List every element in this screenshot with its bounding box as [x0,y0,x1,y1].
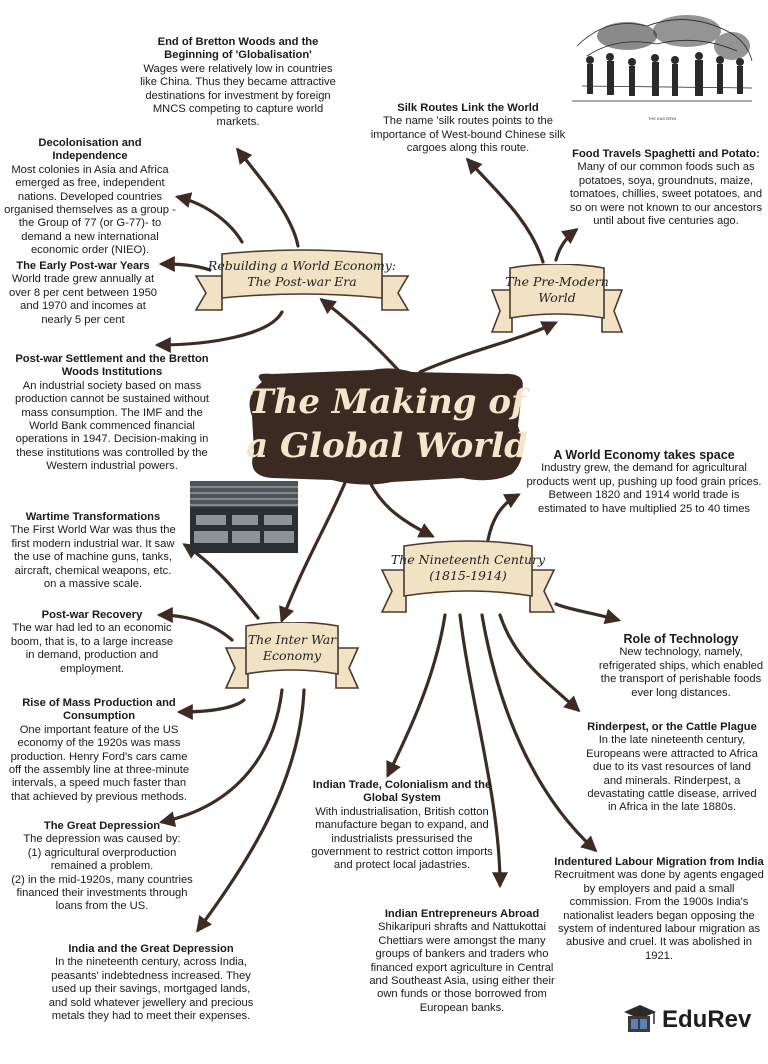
banner-interwar: The Inter War Economy [222,622,362,694]
note-wartime: Wartime Transformations The First World … [10,511,176,591]
note-entrepreneurs: Indian Entrepreneurs Abroad Shikaripuri … [362,908,562,1015]
note-body: Shikaripuri shrafts and Nattukottai Chet… [369,921,555,1014]
arrow-to-silk [465,157,545,264]
note-rinderpest: Rinderpest, or the Cattle Plague In the … [586,721,758,815]
note-heading: The Great Depression [43,820,161,832]
note-heading: Wartime Transformations [25,511,161,523]
note-body: Many of our common foods such as potatoe… [569,161,763,228]
note-heading: Post-war Recovery [41,609,143,621]
factory-photo [190,481,298,553]
note-bretton-end: End of Bretton Woods and the Beginning o… [134,36,342,130]
note-body: Most colonies in Asia and Africa emerged… [4,163,176,257]
arrow-to-indian-trade [386,613,447,778]
note-heading: Indian Trade, Colonialism and the Global… [312,779,492,805]
banner-nineteenth: The Nineteenth Century (1815-1914) [378,540,558,618]
note-body: The First World War was thus the first m… [10,524,176,591]
note-world-economy: A World Economy takes space Industry gre… [524,448,764,516]
note-food: Food Travels Spaghetti and Potato: Many … [568,148,764,228]
banner-postwar-text: Rebuilding a World Economy: The Post-war… [207,258,397,289]
brand-logo: EduRev [622,1002,762,1038]
banner-premodern: The Pre-Modern World [488,264,626,338]
note-heading: End of Bretton Woods and the Beginning o… [157,36,319,62]
arrow-to-wartime [182,543,260,620]
brand-name: EduRev [662,1006,752,1033]
arrow-to-india-depression [196,688,306,933]
note-body: Recruitment was done by agents engaged b… [554,869,764,962]
banner-nineteenth-text: The Nineteenth Century (1815-1914) [390,552,546,583]
note-postwar-recovery: Post-war Recovery The war had led to an … [8,609,176,676]
note-heading: Indian Entrepreneurs Abroad [384,908,540,920]
note-body: An industrial society based on mass prod… [14,379,210,473]
note-early-postwar: The Early Post-war Years World trade gre… [8,260,158,327]
note-postwar-settlement: Post-war Settlement and the Bretton Wood… [10,353,214,474]
note-body: Wages were relatively low in countries l… [140,62,336,129]
note-decolonisation: Decolonisation and Independence Most col… [2,137,178,258]
note-indian-trade: Indian Trade, Colonialism and the Global… [302,779,502,873]
arrow-to-early-postwar [158,256,212,273]
graduation-cap-icon [624,1005,656,1032]
note-heading: Post-war Settlement and the Bretton Wood… [15,353,209,379]
note-silk: Silk Routes Link the World The name 'sil… [368,102,568,156]
note-heading: The Early Post-war Years [16,260,150,272]
arrow-center-to-premodern [418,321,558,374]
note-mass-production: Rise of Mass Production and Consumption … [4,697,194,804]
banner-postwar: Rebuilding a World Economy: The Post-war… [192,248,412,320]
note-heading: A World Economy takes space [553,448,735,462]
note-heading: Rise of Mass Production and Consumption [22,697,176,723]
note-indentured: Indentured Labour Migration from India R… [554,856,764,963]
note-body: The name 'silk routes points to the impo… [370,115,566,155]
arrow-to-entrepreneurs [458,613,508,889]
center-title-text: The Making of a Global World [246,382,528,466]
illustration-caption: THE EASTERN [648,116,676,121]
arrow-center-to-interwar [279,476,349,623]
historical-illustration: THE EASTERN [567,6,757,124]
note-body: One important feature of the US economy … [8,723,190,803]
note-depression: The Great Depression The depression was … [4,820,200,914]
note-body: New technology, namely, refrigerated shi… [598,646,764,699]
note-body: Industry grew, the demand for agricultur… [526,462,762,515]
banner-interwar-text: The Inter War Economy [247,632,337,663]
arrow-to-postwar-settlement [154,310,284,353]
arrow-center-to-postwar [319,298,402,374]
arrow-to-postwar-recovery [156,607,234,642]
note-body: With industrialisation, British cotton m… [311,805,493,872]
center-title: The Making of a Global World [242,366,532,488]
arrow-to-depression [158,688,284,828]
arrow-to-mass-production [176,698,246,720]
note-body: The war had led to an economic boom, tha… [10,622,174,675]
note-heading: Decolonisation and Independence [38,137,142,163]
note-body: In the late nineteenth century, European… [586,734,758,814]
note-technology: Role of Technology New technology, namel… [596,632,766,700]
banner-premodern-text: The Pre-Modern World [505,274,609,305]
arrow-to-decolonisation [174,192,244,244]
arrow-to-world-economy [486,493,521,542]
arrow-to-rinderpest [498,613,581,713]
note-heading: Rinderpest, or the Cattle Plague [587,721,757,733]
arrow-to-technology [554,602,622,625]
arrow-to-indentured [480,613,598,853]
arrow-center-to-nineteenth [366,476,435,538]
note-body: World trade grew annually at over 8 per … [8,273,158,326]
note-heading: India and the Great Depression [68,943,234,955]
arrow-to-food [554,228,579,262]
note-heading: Role of Technology [623,632,739,646]
note-body: In the nineteenth century, across India,… [48,956,254,1023]
note-india-depression: India and the Great Depression In the ni… [46,943,256,1023]
note-heading: Indentured Labour Migration from India [554,856,764,868]
note-body: The depression was caused by: (1) agricu… [11,833,193,913]
note-heading: Food Travels Spaghetti and Potato: [572,148,760,160]
note-heading: Silk Routes Link the World [397,102,539,114]
arrow-to-bretton-end [236,147,300,248]
